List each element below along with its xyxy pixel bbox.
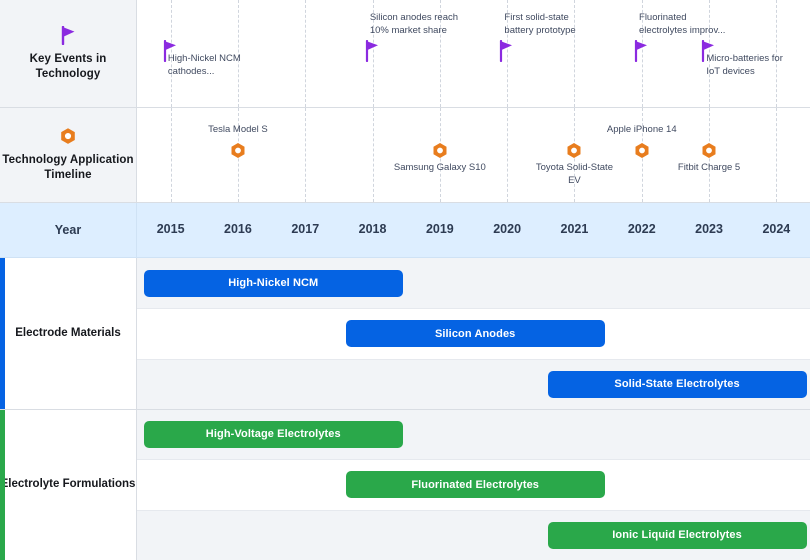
applications-track: Tesla Model S Samsung Galaxy S10 Toyota So… [137,108,810,202]
application-hex-marker[interactable] [633,142,650,165]
year-ticks: 2015 2016 2017 2018 2019 2020 2021 2022 2023 2024 [137,203,810,257]
event-flag-marker[interactable] [634,39,650,67]
year-tick-2015: 2015 [156,222,185,236]
gantt-row: Silicon Anodes [137,308,810,359]
year-axis-row: Year 2015 2016 2017 2018 2019 2020 2021 2022 202… [0,203,810,258]
gantt-row: Ionic Liquid Electrolytes [137,509,810,560]
application-hex-label: Apple iPhone 14 [606,124,677,135]
flag-icon [60,25,77,45]
event-flag-label: Silicon anodes reach 10% market share [369,12,459,36]
year-axis-label: Year [54,223,82,237]
year-tick-2024: 2024 [762,222,791,236]
event-flag-marker[interactable] [499,39,515,67]
event-flag-label: Fluorinated electrolytes improv... [639,12,726,36]
group-accent-bar [0,409,5,560]
gridline-2020 [507,0,509,107]
application-hex-label: Fitbit Charge 5 [677,162,741,173]
application-hex-label: Toyota Solid-State EV [535,162,613,186]
gantt-row: Fluorinated Electrolytes [137,459,810,510]
gridline-2024 [776,0,778,107]
hexagon-icon [59,127,77,146]
year-tick-2016: 2016 [224,222,252,236]
gantt-row: High-Voltage Electrolytes [137,409,810,460]
application-hex-label: Samsung Galaxy S10 [393,162,486,173]
event-flag-marker[interactable] [163,39,179,67]
application-hex-marker[interactable] [229,142,246,165]
year-tick-2023: 2023 [695,222,723,236]
key-events-label-cell: Key Events in Technology [0,0,137,107]
year-tick-2017: 2017 [291,222,320,236]
gridline-2024 [776,108,778,202]
gridline-2021 [574,0,576,107]
application-hex-label: Tesla Model S [208,124,268,135]
year-tick-2022: 2022 [627,222,656,236]
application-hex-marker[interactable] [431,142,448,165]
group-label: Electrode Materials [0,258,137,409]
gridline-2017 [305,108,307,202]
gridline-2017 [305,0,307,107]
gantt-bar[interactable]: Silicon Anodes [345,320,605,348]
gantt-bar[interactable]: Fluorinated Electrolytes [345,471,605,499]
year-tick-2018: 2018 [358,222,387,236]
applications-row: Technology Application Timeline Tesla Mo… [0,108,810,203]
gridline-2015 [170,108,172,202]
year-tick-2019: 2019 [425,222,454,236]
applications-title: Technology Application Timeline [2,154,134,181]
application-hex-marker[interactable] [566,142,583,165]
gantt-bar[interactable]: High-Voltage Electrolytes [143,420,403,448]
year-tick-2020: 2020 [493,222,522,236]
event-flag-marker[interactable] [365,39,381,67]
event-flag-label: First solid-state battery prototype [504,12,576,36]
gridline-2020 [507,108,509,202]
year-label-cell: Year [0,203,137,257]
year-tick-2021: 2021 [560,222,589,236]
gantt-row: Solid-State Electrolytes [137,358,810,409]
application-hex-marker[interactable] [701,142,718,165]
gantt-bar[interactable]: High-Nickel NCM [143,269,403,297]
gridline-2022 [641,0,643,107]
gridline-2015 [170,0,172,107]
gridline-2019 [439,0,441,107]
gridline-2018 [372,108,374,202]
group-accent-bar [0,258,5,409]
key-events-track: High-Nickel NCM cathodes... Silicon anode… [137,0,810,107]
gantt-bar[interactable]: Solid-State Electrolytes [547,370,807,398]
gridline-2023 [709,0,711,107]
event-flag-label: Micro-batteries for IoT devices [706,53,783,77]
group-label: Electrolyte Formulations [0,409,137,560]
key-events-row: Key Events in Technology High-Nickel NCM… [0,0,810,108]
gridline-2018 [372,0,374,107]
key-events-title: Key Events in Technology [29,52,107,80]
applications-label-cell: Technology Application Timeline [0,108,137,202]
group-divider [0,409,810,410]
gantt-bar[interactable]: Ionic Liquid Electrolytes [547,521,807,549]
gantt-row: High-Nickel NCM [137,258,810,309]
gridline-2016 [237,0,239,107]
event-flag-marker[interactable] [701,39,717,67]
event-flag-label: High-Nickel NCM cathodes... [167,53,241,77]
